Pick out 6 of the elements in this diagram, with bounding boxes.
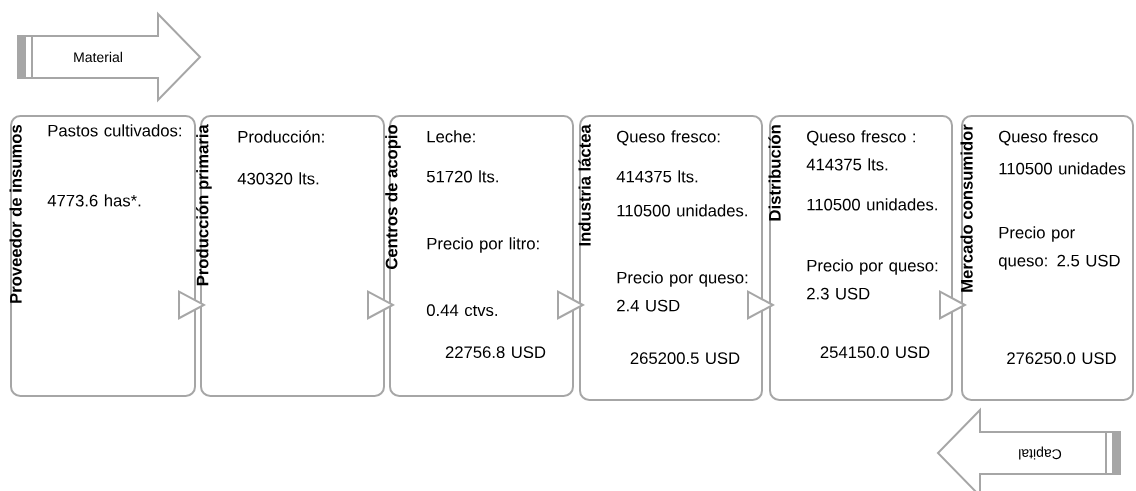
stage-box: Proveedor de insumos Pastos cultivados: 4773.6 has*.	[9, 115, 196, 397]
stage-box: Centros de acopio Leche: 51720 lts. Precio por litro: 0.44 ctvs. 22756.8 USD	[385, 115, 574, 397]
stage-box: Mercado consumidor Queso fresco 110500 unidades Precio por queso: 2.5 USD 276250.0 USD	[960, 115, 1134, 401]
stage-box: Industria láctea Queso fresco: 414375 lts. 110500 unidades. Precio por queso: 2.4 USD 265200.5 USD	[578, 115, 763, 401]
stage-box: Distribución Queso fresco : 414375 lts. 110500 unidades. Precio por queso: 2.3 USD 254150.0 USD	[768, 115, 953, 401]
stage-box: Producción primaria Producción: 430320 lts.	[196, 115, 385, 397]
